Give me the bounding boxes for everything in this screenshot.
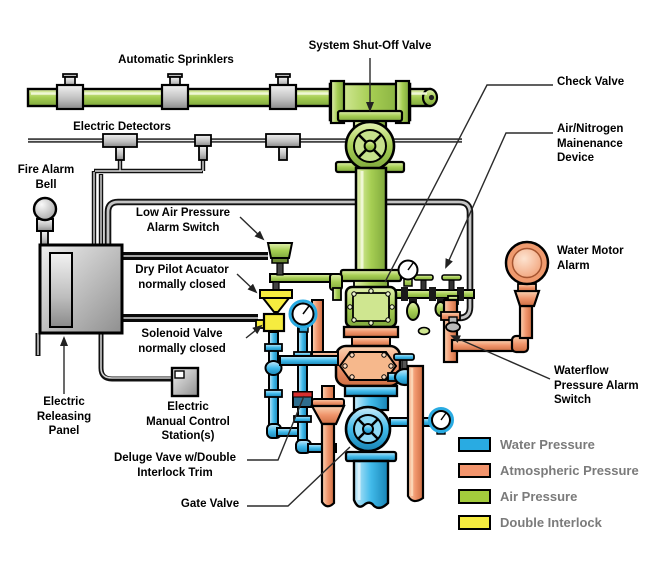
dry-pilot-actuator-device bbox=[259, 281, 293, 313]
shutoff-valve-wheel bbox=[344, 120, 396, 172]
legend-item-atmospheric-pressure: Atmospheric Pressure bbox=[458, 462, 639, 478]
label-deluge-valve: Deluge Vave w/Double Interlock Trim bbox=[113, 452, 237, 479]
legend-item-air-pressure: Air Pressure bbox=[458, 488, 639, 504]
air-pressure-gauge bbox=[397, 259, 419, 287]
legend-item-double-interlock: Double Interlock bbox=[458, 514, 639, 530]
legend-label: Double Interlock bbox=[500, 514, 602, 530]
label-low-air-pressure: Low Air Pressure Alarm Switch bbox=[135, 207, 231, 234]
legend-label: Atmospheric Pressure bbox=[500, 462, 639, 478]
label-electric-releasing-panel: Electric Releasing Panel bbox=[36, 396, 92, 437]
check-valve-body bbox=[344, 285, 398, 329]
leader-waterflow bbox=[450, 335, 551, 380]
deluge-trim-left bbox=[264, 299, 339, 454]
label-dry-pilot-actuator: Dry Pilot Acuator normally closed bbox=[135, 264, 229, 291]
leader-low-air bbox=[239, 216, 265, 241]
legend-label: Water Pressure bbox=[500, 436, 595, 452]
double-interlock-swatch bbox=[458, 514, 491, 530]
detector-tee bbox=[194, 134, 212, 161]
gate-valve-wheel bbox=[344, 405, 392, 453]
label-gate-valve: Gate Valve bbox=[180, 498, 240, 510]
label-automatic-sprinklers: Automatic Sprinklers bbox=[118, 54, 234, 66]
pressure-gauge-lower bbox=[428, 407, 454, 435]
label-system-shutoff-valve: System Shut-Off Valve bbox=[308, 40, 432, 52]
releasing-panel-box bbox=[38, 243, 124, 335]
sprinkler-head bbox=[55, 73, 85, 111]
leader-solenoid bbox=[245, 324, 263, 339]
leader-dry-pilot bbox=[236, 273, 258, 294]
low-air-switch-device bbox=[266, 242, 294, 276]
fire-alarm-bell-device bbox=[32, 196, 58, 247]
panel-output-cables bbox=[122, 252, 268, 322]
label-check-valve: Check Valve bbox=[557, 76, 625, 88]
atmospheric-pressure-swatch bbox=[458, 462, 491, 478]
pilot-line bbox=[269, 273, 343, 301]
gate-valve-assembly bbox=[343, 384, 399, 463]
water-supply-pipe bbox=[352, 459, 390, 510]
drain-pipe-right bbox=[406, 364, 425, 503]
water-pressure-gauge bbox=[288, 299, 318, 333]
leader-check-valve bbox=[384, 84, 553, 283]
waterflow-switch-device bbox=[445, 316, 461, 333]
panel-bottom-wires bbox=[35, 333, 172, 382]
control-station-box bbox=[170, 366, 200, 398]
sprinkler-head bbox=[268, 73, 298, 111]
label-air-nitrogen-device: Air/Nitrogen Mainenance Device bbox=[557, 123, 624, 164]
water-motor-alarm-device bbox=[504, 240, 550, 308]
panel-wire-loop bbox=[104, 198, 474, 322]
legend: Water Pressure Atmospheric Pressure Air … bbox=[458, 436, 639, 540]
label-manual-control-station: Electric Manual Control Station(s) bbox=[146, 401, 230, 442]
atmospheric-piping bbox=[440, 298, 534, 364]
leader-gate-valve bbox=[247, 446, 351, 507]
riser-pipe bbox=[339, 166, 403, 288]
leader-lines bbox=[60, 58, 553, 507]
electric-detector bbox=[265, 133, 301, 161]
solenoid-valve-device bbox=[255, 312, 286, 333]
label-water-motor-alarm: Water Motor Alarm bbox=[557, 245, 624, 272]
water-pressure-swatch bbox=[458, 436, 491, 452]
label-waterflow-switch: Waterflow Pressure Alarm Switch bbox=[554, 365, 639, 406]
label-electric-detectors: Electric Detectors bbox=[73, 121, 171, 133]
label-solenoid-valve: Solenoid Valve normally closed bbox=[138, 328, 226, 355]
drain-pipe-left bbox=[310, 385, 346, 508]
leader-air-nitrogen bbox=[445, 132, 553, 269]
air-pressure-swatch bbox=[458, 488, 491, 504]
sprinkler-head bbox=[160, 73, 190, 111]
legend-label: Air Pressure bbox=[500, 488, 578, 504]
leader-deluge-valve bbox=[247, 395, 305, 461]
legend-item-water-pressure: Water Pressure bbox=[458, 436, 639, 452]
electric-detector bbox=[102, 133, 138, 161]
label-fire-alarm-bell: Fire Alarm Bell bbox=[17, 164, 75, 191]
